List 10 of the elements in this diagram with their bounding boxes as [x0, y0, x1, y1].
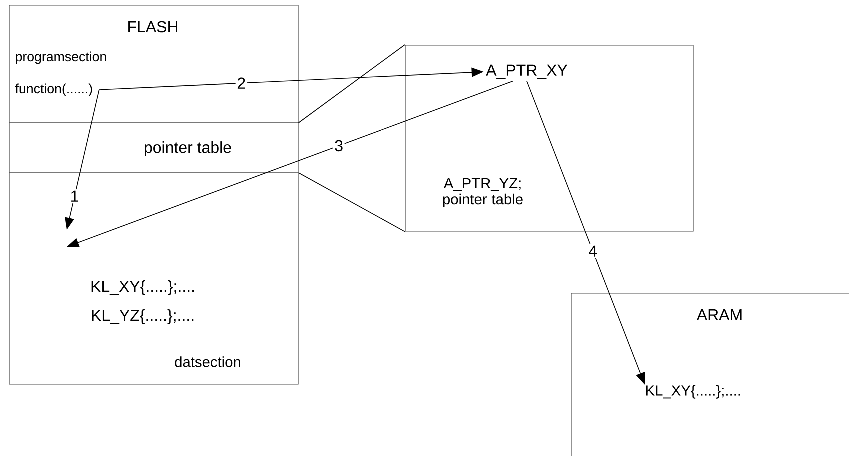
code-text: function(......) — [15, 84, 92, 96]
code-text: KL_XY{.....};.... — [646, 385, 740, 399]
code-text: A_PTR_XY — [486, 64, 568, 80]
edge-label: 1 — [69, 190, 81, 204]
zoom-line — [298, 44, 406, 124]
edge-label: 2 — [236, 76, 248, 90]
zoom-line — [298, 172, 406, 232]
edge-label: 4 — [587, 244, 599, 258]
code-text: KL_XY{.....};.... KL_YZ{.....};.... — [92, 280, 194, 324]
edge-label: 3 — [333, 138, 345, 153]
